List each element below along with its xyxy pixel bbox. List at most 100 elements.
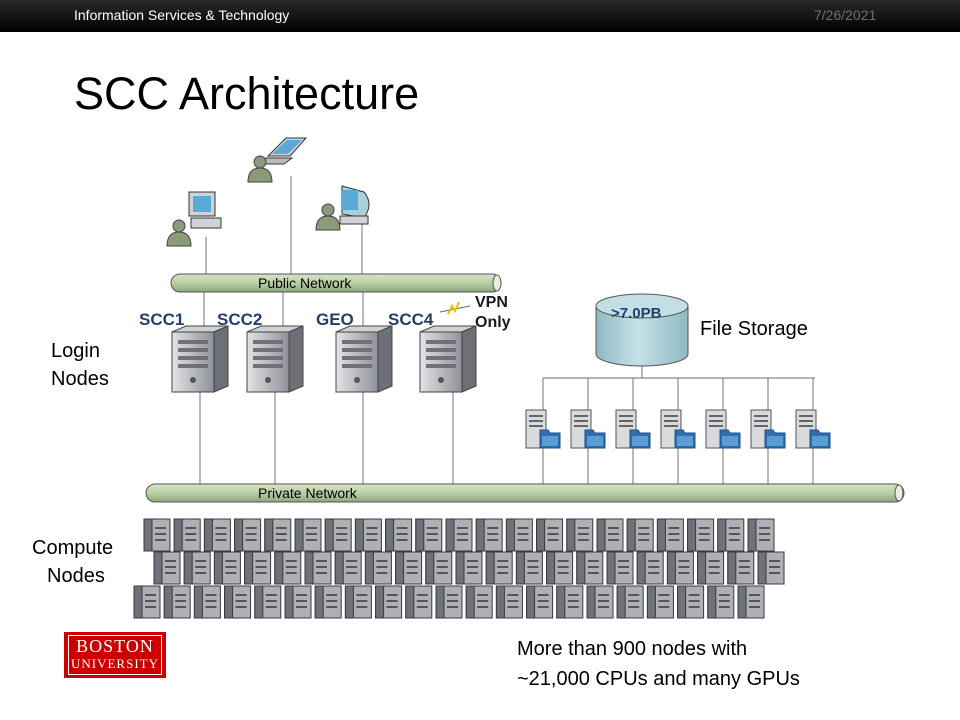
server-label-scc2: SCC2 <box>217 310 263 329</box>
storage-server <box>615 409 651 449</box>
login-server-scc4 <box>419 325 477 393</box>
compute-node <box>495 585 523 619</box>
compute-node <box>586 585 614 619</box>
compute-node <box>707 585 735 619</box>
file-storage-label: File Storage <box>700 318 808 340</box>
compute-node <box>656 518 684 552</box>
compute-node <box>224 585 252 619</box>
compute-node <box>173 518 201 552</box>
public-network-label: Public Network <box>258 275 352 291</box>
compute-node <box>143 518 171 552</box>
compute-node <box>133 585 161 619</box>
caption: More than 900 nodes with ~21,000 CPUs an… <box>517 638 800 690</box>
compute-node <box>677 585 705 619</box>
compute-node <box>435 585 463 619</box>
private-network-pipe <box>145 483 905 503</box>
compute-node <box>465 585 493 619</box>
compute-node <box>314 585 342 619</box>
compute-node <box>375 585 403 619</box>
compute-node <box>697 551 725 585</box>
storage-server <box>705 409 741 449</box>
compute-node <box>747 518 775 552</box>
server-label-geo: GEO <box>316 310 354 329</box>
boston-university-logo: BOSTON UNIVERSITY <box>64 632 166 678</box>
compute-node <box>596 518 624 552</box>
compute-node <box>445 518 473 552</box>
vpn-link-icon <box>439 301 471 315</box>
compute-node <box>385 518 413 552</box>
compute-node <box>757 551 785 585</box>
compute-node <box>284 585 312 619</box>
compute-node <box>727 551 755 585</box>
connection-lines <box>199 176 815 484</box>
compute-node-grid <box>133 518 785 619</box>
compute-node <box>234 518 262 552</box>
compute-node <box>666 551 694 585</box>
slide-date: 7/26/2021 <box>814 7 877 23</box>
compute-node <box>687 518 715 552</box>
compute-node <box>536 518 564 552</box>
compute-nodes-label: Compute Nodes <box>32 537 114 587</box>
compute-node <box>636 551 664 585</box>
compute-node <box>515 551 543 585</box>
compute-node <box>364 551 392 585</box>
compute-node <box>213 551 241 585</box>
storage-cylinder <box>595 293 689 367</box>
public-network-pipe <box>170 273 502 293</box>
compute-node <box>274 551 302 585</box>
compute-node <box>717 518 745 552</box>
compute-node <box>556 585 584 619</box>
compute-node <box>475 518 503 552</box>
compute-node <box>153 551 181 585</box>
compute-node <box>354 518 382 552</box>
storage-server <box>795 409 831 449</box>
storage-server <box>570 409 606 449</box>
storage-server <box>525 409 561 449</box>
compute-node <box>646 585 674 619</box>
compute-node <box>526 585 554 619</box>
server-label-scc1: SCC1 <box>139 310 185 329</box>
compute-node <box>254 585 282 619</box>
top-bar: Information Services & Technology 7/26/2… <box>0 0 960 32</box>
compute-node <box>505 518 533 552</box>
compute-node <box>626 518 654 552</box>
private-network-label: Private Network <box>258 485 358 501</box>
compute-node <box>344 585 372 619</box>
storage-servers <box>525 409 831 449</box>
login-server-scc2 <box>246 325 304 393</box>
login-nodes-label: Login Nodes <box>51 340 109 390</box>
compute-node <box>294 518 322 552</box>
compute-node <box>203 518 231 552</box>
compute-node <box>405 585 433 619</box>
compute-node <box>485 551 513 585</box>
compute-node <box>304 551 332 585</box>
compute-node <box>395 551 423 585</box>
compute-node <box>737 585 765 619</box>
compute-node <box>455 551 483 585</box>
compute-node <box>264 518 292 552</box>
laptop-user-icon <box>247 137 308 183</box>
compute-node <box>163 585 191 619</box>
compute-node <box>546 551 574 585</box>
compute-node <box>616 585 644 619</box>
storage-server <box>660 409 696 449</box>
compute-node <box>183 551 211 585</box>
compute-node <box>244 551 272 585</box>
compute-node <box>334 551 362 585</box>
vpn-label: VPN Only <box>475 294 511 331</box>
login-server-scc1 <box>171 325 229 393</box>
compute-node <box>324 518 352 552</box>
storage-capacity: >7.0PB <box>611 305 662 322</box>
compute-node <box>425 551 453 585</box>
compute-node <box>606 551 634 585</box>
storage-server <box>750 409 786 449</box>
compute-node <box>415 518 443 552</box>
compute-node <box>566 518 594 552</box>
compute-node <box>576 551 604 585</box>
compute-node <box>193 585 221 619</box>
login-server-geo <box>335 325 393 393</box>
desktop-user-icon <box>166 191 222 247</box>
org-name: Information Services & Technology <box>74 7 290 23</box>
workstation-user-icon <box>315 185 370 231</box>
